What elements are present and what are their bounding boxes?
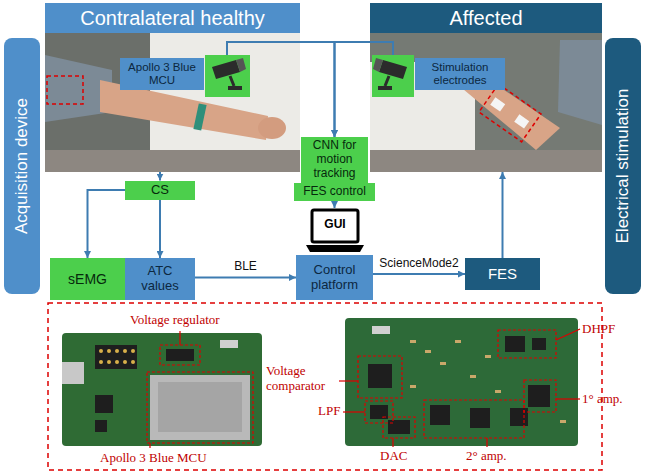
laptop-node: GUI (305, 208, 365, 253)
arrow-connector (502, 172, 504, 258)
node-label: CS (151, 183, 169, 198)
arrow-connector (334, 201, 336, 209)
edge-label: ScienceMode2 (377, 256, 460, 270)
arrow-connector (335, 42, 371, 137)
arrow-connector (159, 200, 161, 259)
callout-label: Voltage comparator (266, 364, 338, 394)
node-label: GUI (324, 218, 345, 232)
process-box: Control platform (296, 255, 373, 300)
edge-label: BLE (232, 259, 259, 273)
label-box: Stimulation electrodes (415, 58, 505, 90)
process-box: sEMG (50, 258, 125, 300)
arrow-connector (88, 190, 126, 258)
node-label: ATC values (128, 264, 192, 294)
node-label: Stimulation electrodes (418, 61, 502, 87)
node-label: FES control (303, 185, 366, 199)
photo-panel: Contralateral healthyApollo 3 Blue MCU (45, 3, 300, 172)
process-box: FES control (294, 183, 375, 201)
callout-label: DAC (380, 449, 407, 464)
band-label: Electrical stimulation (613, 89, 633, 244)
arrow-connector (195, 277, 296, 279)
side-band: Electrical stimulation (605, 38, 641, 294)
node-label: Control platform (299, 263, 370, 293)
side-band: Acquisition device (4, 38, 40, 294)
process-box: CS (125, 181, 195, 200)
node-label: CNN for motion tracking (304, 139, 365, 180)
arrow-connector (159, 172, 161, 181)
process-box: FES (465, 258, 540, 290)
process-box: CNN for motion tracking (301, 137, 368, 183)
arrow-connector (373, 273, 465, 275)
node-label: Apollo 3 Blue MCU (123, 61, 201, 87)
arrow-connector (300, 42, 335, 137)
band-label: Acquisition device (12, 98, 32, 234)
node-label: FES (488, 265, 517, 282)
process-box: ATC values (125, 258, 195, 300)
panel-heading: Contralateral healthy (45, 3, 300, 33)
photo-panel: AffectedStimulation electrodes (370, 3, 602, 172)
callout-label: Apollo 3 Blue MCU (100, 451, 207, 466)
label-box: Apollo 3 Blue MCU (120, 58, 204, 90)
callout-label: DHPF (582, 322, 615, 337)
callout-label: 2° amp. (466, 449, 507, 464)
panel-heading: Affected (370, 3, 602, 33)
callout-label: 1° amp. (582, 392, 623, 407)
callout-label: Voltage regulator (130, 313, 220, 328)
node-label: sEMG (68, 271, 107, 287)
callout-label: LPF (318, 404, 340, 419)
